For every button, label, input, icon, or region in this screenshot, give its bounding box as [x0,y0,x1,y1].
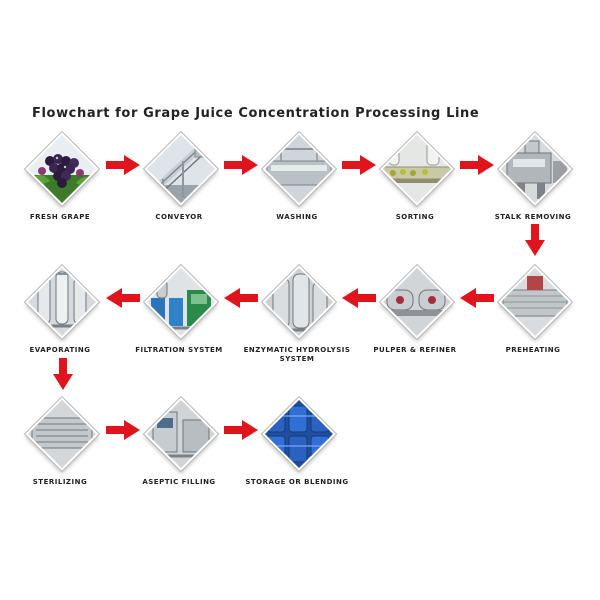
storage-drums-icon [262,397,336,471]
step-label: STERILIZING [32,478,88,486]
step-preheating: PREHEATING [488,265,578,362]
step-label: EVAPORATING [29,346,91,354]
step-label: CONVEYOR [155,213,203,221]
arrow-left-icon [106,288,140,308]
arrow-right-icon [106,155,140,175]
step-pulper-refiner: PULPER & REFINER [370,265,460,362]
sorting-table-icon [380,132,454,206]
sterilizer-icon [25,397,99,471]
step-evaporating: EVAPORATING [15,265,105,362]
step-sorting: SORTING [370,132,460,229]
step-washing: WASHING [252,132,342,229]
step-label: PREHEATING [505,346,561,354]
enzyme-tank-icon [262,265,336,339]
arrow-right-icon [224,155,258,175]
arrow-left-icon [460,288,494,308]
step-label: FRESH GRAPE [29,213,91,221]
preheater-icon [498,265,572,339]
step-label: PULPER & REFINER [373,346,457,354]
grape-bunch-icon [25,132,99,206]
arrow-right-icon [224,420,258,440]
step-stalk-removing: STALK REMOVING [488,132,578,229]
arrow-down-icon [525,224,545,256]
destemmer-icon [498,132,572,206]
arrow-left-icon [224,288,258,308]
step-label: ASEPTIC FILLING [142,478,216,486]
page-title: Flowchart for Grape Juice Concentration … [32,106,480,121]
step-sterilizing: STERILIZING [15,397,105,494]
pulper-icon [380,265,454,339]
step-label: FILTRATION SYSTEM [135,346,223,354]
step-label: ENZYMATIC HYDROLYSIS SYSTEM [243,346,351,363]
step-label: SORTING [395,213,435,221]
arrow-down-icon [53,358,73,390]
arrow-left-icon [342,288,376,308]
arrow-right-icon [342,155,376,175]
step-storage-blending: STORAGE OR BLENDING [245,397,348,494]
step-label: WASHING [276,213,318,221]
washing-machine-icon [262,132,336,206]
step-filtration-system: FILTRATION SYSTEM [134,265,224,362]
step-fresh-grape: FRESH GRAPE [15,132,105,229]
evaporator-icon [25,265,99,339]
arrow-right-icon [460,155,494,175]
filter-icon [144,265,218,339]
step-aseptic-filling: ASEPTIC FILLING [134,397,224,494]
step-conveyor: CONVEYOR [134,132,224,229]
step-enzymatic-hydrolysis: ENZYMATIC HYDROLYSIS SYSTEM [244,265,350,363]
aseptic-filler-icon [144,397,218,471]
conveyor-icon [144,132,218,206]
step-label: STORAGE OR BLENDING [245,478,349,486]
step-label: STALK REMOVING [494,213,572,221]
arrow-right-icon [106,420,140,440]
